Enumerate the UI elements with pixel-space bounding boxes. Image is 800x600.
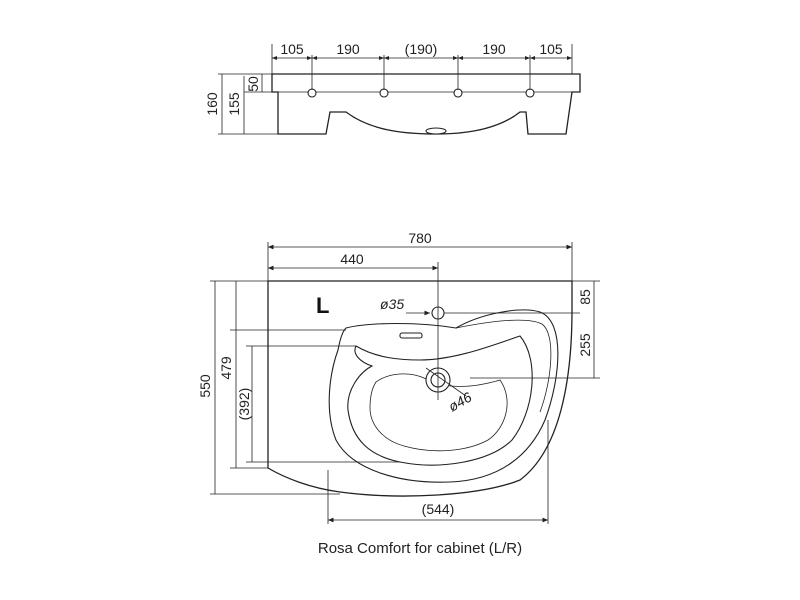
front-view-hole-4: [525, 88, 535, 98]
plan-right-extension-lines: [444, 280, 600, 379]
front-view-extension-lines: [271, 44, 573, 90]
dim-depth-550: 550: [197, 374, 213, 398]
front-view-drain: [425, 127, 447, 135]
dim-height-50: 50: [245, 76, 261, 92]
dim-height-155: 155: [226, 92, 242, 116]
dim-width-105-left: 105: [280, 41, 304, 57]
front-view-hole-3: [453, 88, 463, 98]
front-view-height-extension-lines: [218, 73, 278, 135]
dim-right-255: 255: [577, 333, 593, 357]
front-view-basin-outline: [271, 73, 581, 135]
side-letter: L: [316, 293, 329, 318]
dim-width-780: 780: [408, 230, 432, 246]
plan-bottom-extension-lines: [327, 420, 549, 524]
drain-leader: [425, 367, 467, 397]
front-view-width-ticks: [272, 56, 572, 60]
front-view-hole-2: [379, 88, 389, 98]
dim-width-190-b: 190: [482, 41, 506, 57]
dim-right-85: 85: [577, 289, 593, 305]
plan-top-extension-lines: [267, 242, 573, 281]
front-view-hole-1: [307, 88, 317, 98]
dim-bottom-544: (544): [422, 501, 455, 517]
plan-view: L 780 440 ø35 ø46 85 255: [197, 230, 600, 524]
dim-width-190-a: 190: [336, 41, 360, 57]
front-view: 105 190 (190) 190 105 160 155 50: [204, 41, 581, 135]
dim-width-190-center: (190): [405, 41, 438, 57]
dim-width-440: 440: [340, 251, 364, 267]
plan-view-basin-floor: [369, 373, 508, 452]
dim-width-105-right: 105: [539, 41, 563, 57]
plan-view-right-ledge: [455, 319, 552, 413]
dim-depth-479: 479: [218, 356, 234, 380]
tap-hole-label: ø35: [380, 296, 404, 312]
dim-height-160: 160: [204, 92, 220, 116]
dim-depth-392: (392): [236, 388, 252, 421]
drawing-caption: Rosa Comfort for cabinet (L/R): [318, 540, 522, 557]
plan-view-overflow-slot: [399, 332, 423, 339]
